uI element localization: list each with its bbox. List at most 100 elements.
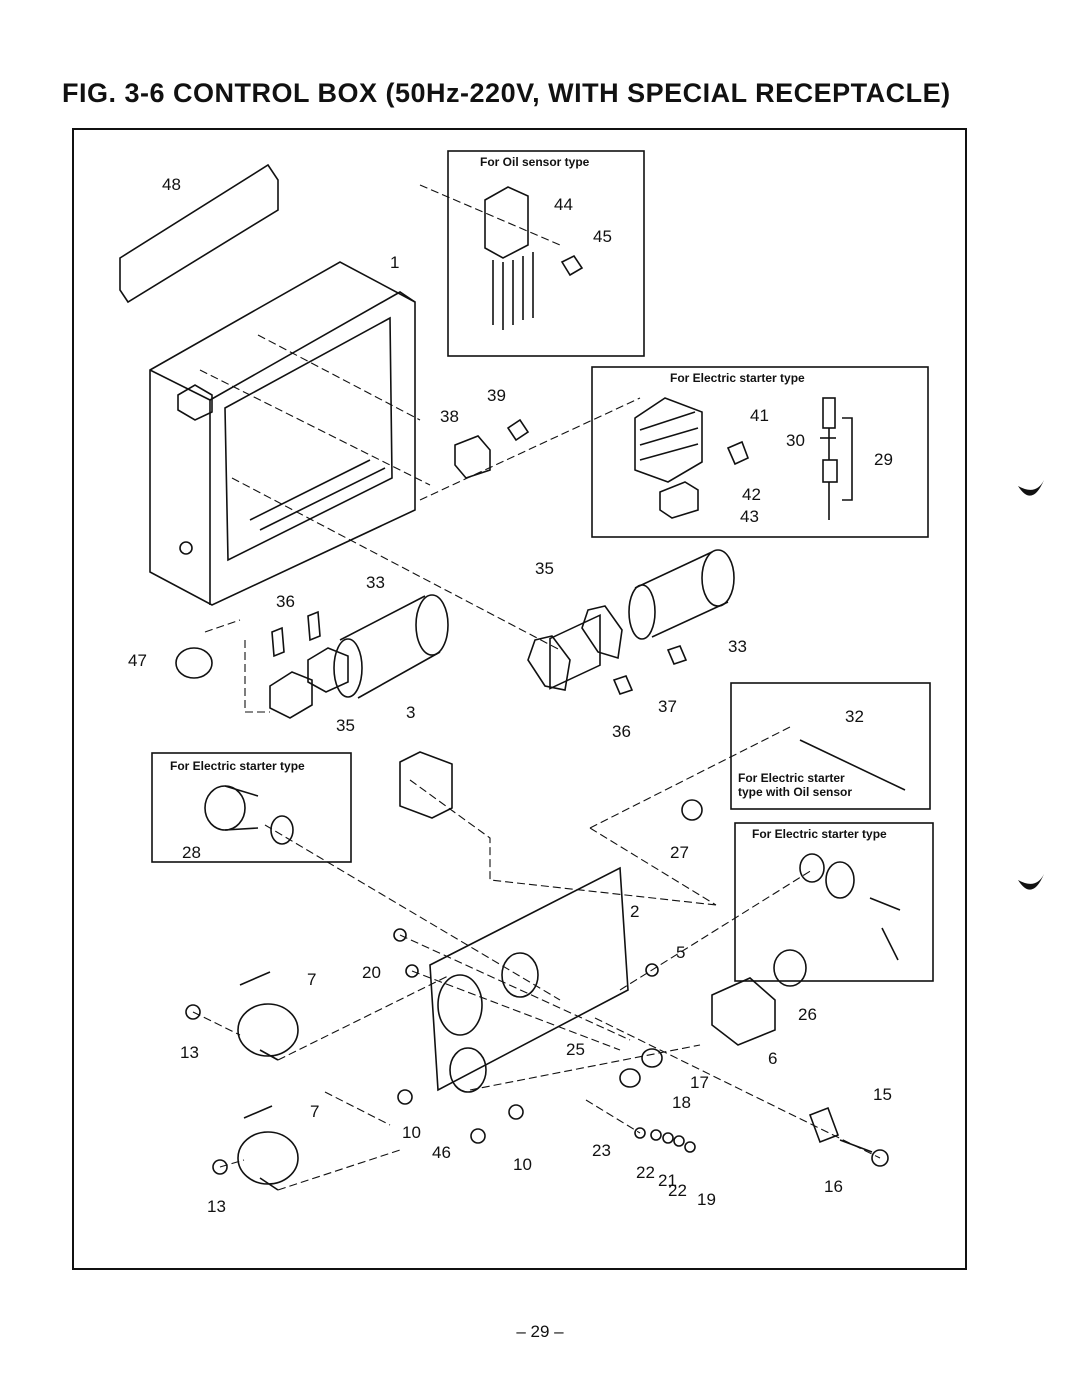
part-number-labels: 48 1 2 3 5 6 7 7 10 10 13 13 15 16 17 18…: [128, 175, 893, 1216]
screw-15-cap: [871, 1149, 889, 1167]
cap-26: [773, 949, 807, 987]
pilot-lamp-18: [619, 1068, 641, 1088]
label-13a: 13: [180, 1043, 199, 1062]
clamp-35-a: [269, 671, 313, 719]
nut-21: [662, 1132, 674, 1144]
label-41: 41: [750, 406, 769, 425]
label-47: 47: [128, 651, 147, 670]
label-2: 2: [630, 902, 639, 921]
terminal-38: [454, 435, 491, 479]
binding-mark-bottom: [1018, 874, 1044, 890]
caption-electric-starter-right: For Electric starter type: [752, 827, 887, 841]
label-32: 32: [845, 707, 864, 726]
label-36b: 36: [612, 722, 631, 741]
screw-42: [726, 440, 750, 466]
screw-36-b: [307, 610, 321, 642]
label-39: 39: [487, 386, 506, 405]
label-7b: 7: [310, 1102, 319, 1121]
rectifier-41: [634, 397, 703, 483]
washer-23: [634, 1127, 646, 1139]
label-45: 45: [593, 227, 612, 246]
electric-starter-oil-box: [730, 682, 931, 810]
clamp-35-b: [307, 647, 349, 693]
screw-46: [470, 1128, 486, 1144]
screw-36-a: [271, 626, 285, 658]
control-panel-2: [429, 614, 629, 1093]
label-33a: 33: [366, 573, 385, 592]
lamp-27: [681, 799, 703, 821]
label-35b: 35: [535, 559, 554, 578]
label-30: 30: [786, 431, 805, 450]
caption-electric-starter-top: For Electric starter type: [670, 371, 805, 385]
page-number: – 29 –: [516, 1322, 564, 1341]
receptacle-15: [808, 1106, 840, 1144]
meter-6: [711, 977, 776, 1046]
terminal-19: [684, 1141, 696, 1153]
washer-22-a: [650, 1129, 662, 1141]
screw-10-a: [397, 1089, 413, 1105]
diagram-frame: [72, 128, 967, 1270]
screw-36-c: [612, 675, 634, 695]
screw-39: [506, 418, 530, 442]
grommet-47: [175, 647, 213, 679]
clamp-35-d: [581, 605, 623, 660]
label-16: 16: [824, 1177, 843, 1196]
screw-10-b: [508, 1104, 524, 1120]
box-captions: For Oil sensor type For Electric starter…: [170, 155, 887, 841]
nameplate-48: [119, 163, 279, 304]
key-switch-assembly: [799, 853, 901, 961]
label-37: 37: [658, 697, 677, 716]
label-44: 44: [554, 195, 573, 214]
fuse-holder-29: [822, 397, 853, 520]
label-18: 18: [672, 1093, 691, 1112]
label-22a: 22: [636, 1163, 655, 1182]
oil-sensor-unit-44: [484, 186, 534, 330]
label-10a: 10: [402, 1123, 421, 1142]
label-48: 48: [162, 175, 181, 194]
label-15: 15: [873, 1085, 892, 1104]
label-6: 6: [768, 1049, 777, 1068]
label-28: 28: [182, 843, 201, 862]
label-10b: 10: [513, 1155, 532, 1174]
label-42: 42: [742, 485, 761, 504]
label-19: 19: [697, 1190, 716, 1209]
label-29: 29: [874, 450, 893, 469]
label-43: 43: [740, 507, 759, 526]
label-25: 25: [566, 1040, 585, 1059]
assembly-leader-lines: [192, 184, 881, 1191]
electric-starter-box-top: [591, 366, 929, 538]
label-38: 38: [440, 407, 459, 426]
pilot-lamp-17: [641, 1048, 663, 1068]
oil-sensor-box: [447, 150, 645, 357]
label-46: 46: [432, 1143, 451, 1162]
label-20: 20: [362, 963, 381, 982]
nut-13-top: [185, 1004, 201, 1020]
label-33b: 33: [728, 637, 747, 656]
label-3: 3: [406, 703, 415, 722]
electric-starter-box-right: [734, 822, 934, 982]
electric-starter-box-left: [151, 752, 352, 863]
label-5: 5: [676, 943, 685, 962]
nut-13-bottom: [212, 1159, 228, 1175]
caption-electric-starter-oil-2: type with Oil sensor: [738, 785, 852, 799]
label-23: 23: [592, 1141, 611, 1160]
washer-22-b: [673, 1135, 685, 1147]
caption-oil-sensor: For Oil sensor type: [480, 155, 590, 169]
binding-mark-top: [1018, 480, 1044, 496]
screw-5: [645, 963, 659, 977]
screw-45: [560, 254, 584, 277]
nut-top-small: [393, 928, 407, 942]
label-13b: 13: [207, 1197, 226, 1216]
label-17: 17: [690, 1073, 709, 1092]
label-22b: 22: [668, 1181, 687, 1200]
screw-20: [405, 964, 419, 978]
label-7a: 7: [307, 970, 316, 989]
receptacle-7-bottom: [237, 1105, 299, 1191]
screw-37: [666, 645, 688, 665]
label-1: 1: [390, 253, 399, 272]
capacitor-33-right: [628, 549, 735, 640]
wire-32: [799, 739, 906, 791]
caption-electric-starter-left: For Electric starter type: [170, 759, 305, 773]
key-switch-28: [204, 785, 294, 845]
